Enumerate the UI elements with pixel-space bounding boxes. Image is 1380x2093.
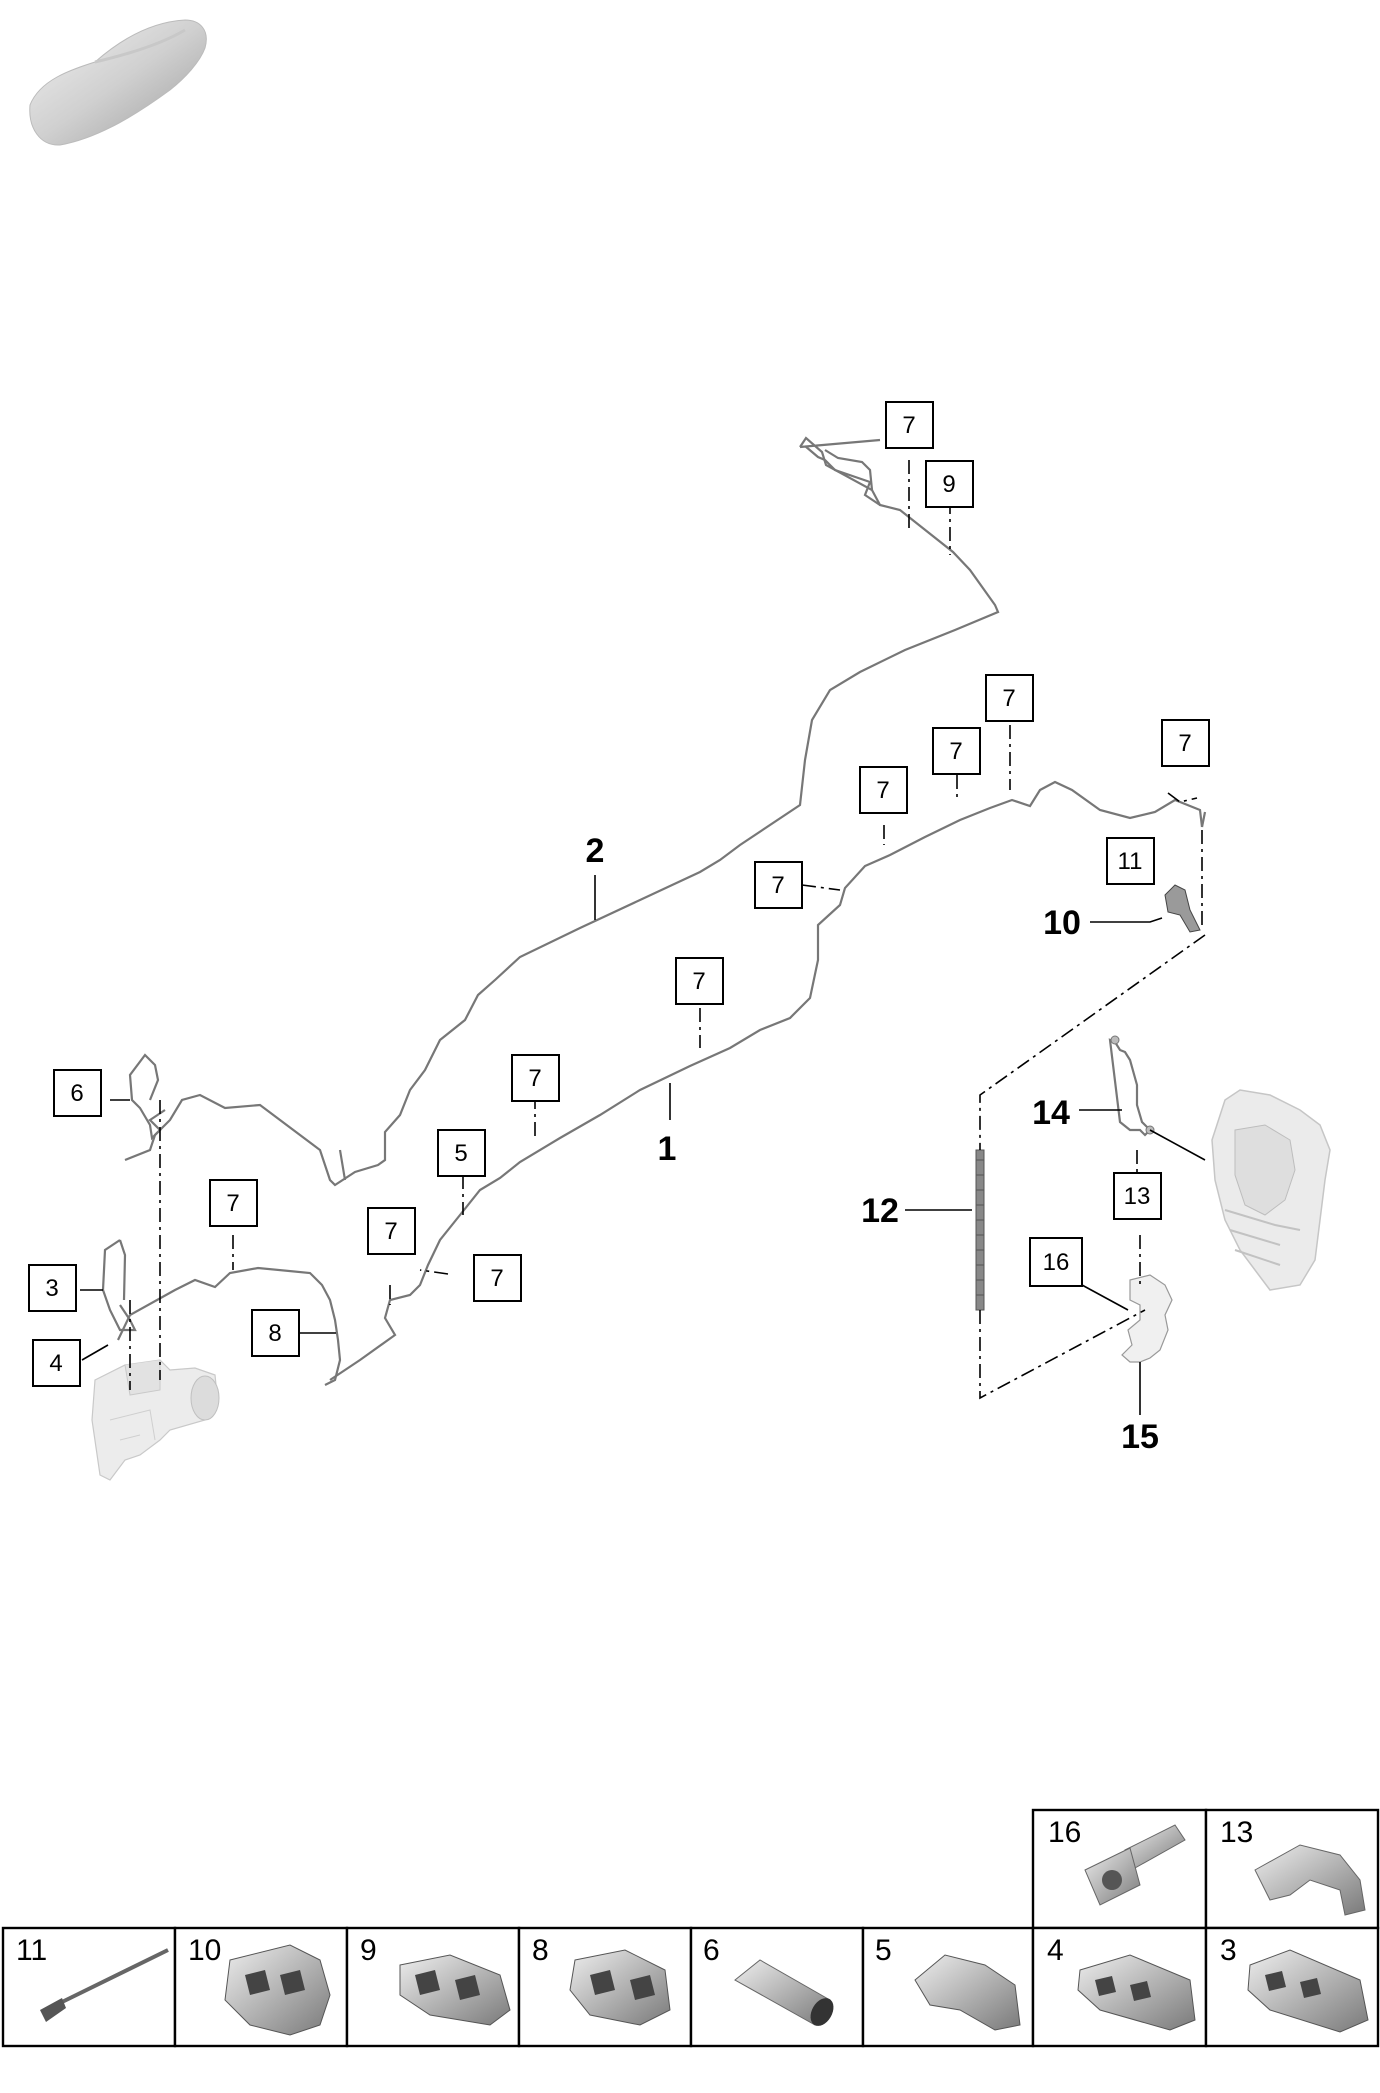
callout-7-b: 7 <box>1002 685 1015 712</box>
bolt-icon <box>1084 1824 1186 1906</box>
callout-6: 6 <box>70 1080 83 1107</box>
pin-11-icon <box>40 1948 169 2022</box>
abs-unit-icon <box>91 1359 220 1481</box>
label-10: 10 <box>1043 904 1081 942</box>
callout-7-a: 7 <box>902 412 915 439</box>
car-silhouette-icon <box>29 19 207 146</box>
callout-7-i: 7 <box>226 1190 239 1217</box>
brake-caliper-icon <box>1211 1089 1331 1291</box>
callout-7-h: 7 <box>528 1065 541 1092</box>
table-label-10: 10 <box>188 1934 221 1967</box>
callout-7-d: 7 <box>1178 730 1191 757</box>
callout-7-c: 7 <box>949 738 962 765</box>
table-label-9: 9 <box>360 1934 377 1967</box>
clip-4-icon <box>1077 1954 1196 2031</box>
label-1: 1 <box>658 1130 677 1168</box>
table-label-3: 3 <box>1220 1934 1237 1967</box>
table-label-11: 11 <box>16 1934 47 1967</box>
callout-8: 8 <box>268 1320 281 1347</box>
brake-line-2 <box>124 436 1000 1187</box>
parts-table: 16 13 11 10 9 8 6 5 4 3 <box>1 1808 1380 2048</box>
callout-9: 9 <box>942 471 955 498</box>
callout-16: 16 <box>1043 1249 1070 1276</box>
clip-13-icon <box>1254 1844 1366 1916</box>
callout-11: 11 <box>1118 848 1143 875</box>
clip-8-icon <box>569 1949 671 2026</box>
table-label-5: 5 <box>875 1934 892 1967</box>
clip-10-icon <box>224 1944 331 2036</box>
callout-7-k: 7 <box>490 1265 503 1292</box>
label-12: 12 <box>861 1192 899 1230</box>
callout-7-j: 7 <box>384 1218 397 1245</box>
table-label-13: 13 <box>1220 1816 1253 1849</box>
callout-13: 13 <box>1124 1183 1151 1210</box>
clip-3-icon <box>1247 1949 1369 2033</box>
callout-boxes: 7 9 7 7 7 7 7 7 7 7 7 7 11 5 6 3 <box>28 401 1210 1387</box>
callout-5: 5 <box>454 1140 467 1167</box>
callout-7-f: 7 <box>771 872 784 899</box>
label-14: 14 <box>1032 1094 1070 1132</box>
table-label-8: 8 <box>532 1934 549 1967</box>
table-label-16: 16 <box>1048 1816 1081 1849</box>
label-15: 15 <box>1121 1418 1159 1456</box>
connector-lines <box>129 460 1206 1400</box>
callout-7-e: 7 <box>876 777 889 804</box>
bracket-15-icon <box>1121 1274 1173 1363</box>
table-label-4: 4 <box>1047 1934 1064 1967</box>
bracket-10-icon <box>1164 884 1201 933</box>
clip-9-icon <box>399 1954 511 2026</box>
callout-3: 3 <box>45 1275 58 1302</box>
clip-5-icon <box>914 1954 1021 2031</box>
brake-line-1 <box>329 780 1204 1381</box>
label-2: 2 <box>586 832 605 870</box>
table-label-6: 6 <box>703 1934 720 1967</box>
brake-line-14 <box>1108 1038 1151 1137</box>
sleeve-6-icon <box>734 1959 834 2026</box>
brake-hose-12 <box>975 1149 985 1311</box>
leader-lines <box>80 875 1206 1415</box>
callout-4: 4 <box>49 1350 62 1377</box>
callout-7-g: 7 <box>692 968 705 995</box>
